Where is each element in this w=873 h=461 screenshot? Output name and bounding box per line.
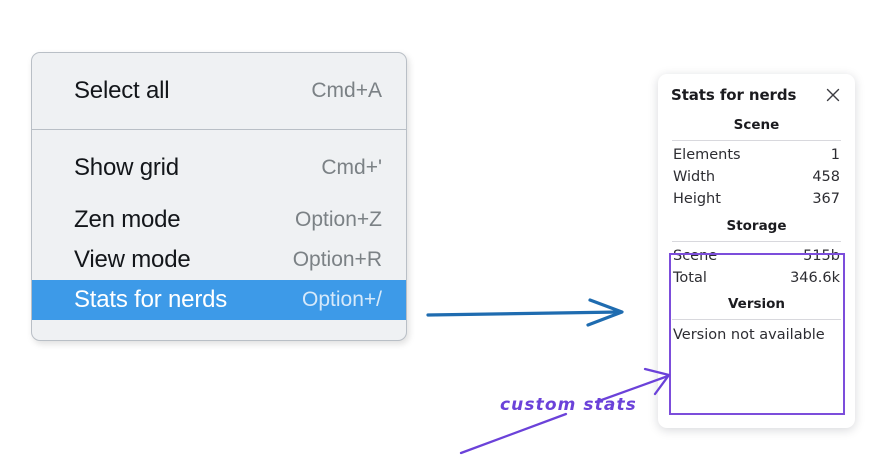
stat-row: Height 367: [669, 188, 844, 210]
stat-label: Height: [673, 191, 721, 207]
section-divider: [672, 241, 841, 242]
stat-value: 1: [830, 147, 840, 163]
menu-item-shortcut: Option+R: [292, 248, 382, 271]
stat-value: 367: [812, 191, 840, 207]
menu-group-2: Show grid Cmd+' Zen mode Option+Z View m…: [32, 129, 406, 340]
section-divider: [672, 140, 841, 141]
menu-bottom-padding: [32, 320, 406, 334]
stat-label: Width: [673, 169, 716, 185]
stat-row: Total 346.6k: [669, 267, 844, 289]
menu-item-label: View mode: [74, 246, 191, 273]
stats-for-nerds-panel[interactable]: Stats for nerds Scene Elements 1 Width 4…: [658, 74, 855, 428]
menu-item-label: Select all: [74, 77, 170, 104]
stat-label: Total: [673, 270, 707, 286]
section-divider: [672, 319, 841, 320]
stat-label: Scene: [673, 248, 718, 264]
menu-item-label: Zen mode: [74, 206, 181, 233]
menu-item-select-all[interactable]: Select all Cmd+A: [32, 59, 406, 123]
menu-item-shortcut: Option+/: [302, 288, 382, 311]
menu-item-show-grid[interactable]: Show grid Cmd+': [32, 136, 406, 200]
stats-section-storage: Storage Scene 515b Total 346.6k: [669, 216, 844, 289]
stat-row: Width 458: [669, 166, 844, 188]
panel-header: Stats for nerds: [669, 86, 844, 104]
stats-section-scene: Scene Elements 1 Width 458 Height 367: [669, 115, 844, 210]
section-heading: Storage: [726, 218, 787, 234]
stat-value: 346.6k: [790, 270, 840, 286]
purple-underline-stroke: [459, 412, 568, 455]
stat-value: 458: [812, 169, 840, 185]
blue-arrow-menu-to-panel: [426, 298, 624, 327]
section-heading: Version: [727, 296, 786, 312]
canvas-context-menu[interactable]: Select all Cmd+A Show grid Cmd+' Zen mod…: [31, 52, 407, 341]
menu-item-shortcut: Cmd+': [321, 156, 382, 179]
stat-row: Elements 1: [669, 144, 844, 166]
stats-section-version: Version Version not available: [669, 294, 844, 345]
menu-item-view-mode[interactable]: View mode Option+R: [32, 240, 406, 280]
menu-item-shortcut: Option+Z: [295, 208, 382, 231]
version-note: Version not available: [673, 327, 825, 343]
stat-row: Scene 515b: [669, 245, 844, 267]
menu-item-zen-mode[interactable]: Zen mode Option+Z: [32, 200, 406, 240]
menu-item-shortcut: Cmd+A: [311, 79, 382, 102]
menu-item-label: Stats for nerds: [74, 286, 228, 313]
panel-title: Stats for nerds: [671, 86, 797, 104]
menu-item-label: Show grid: [74, 154, 179, 181]
stat-value: 515b: [803, 248, 840, 264]
section-heading: Scene: [733, 117, 780, 133]
annotation-label: custom stats: [500, 395, 637, 415]
close-icon[interactable]: [824, 86, 842, 104]
menu-item-stats-for-nerds[interactable]: Stats for nerds Option+/: [32, 280, 406, 320]
stat-label: Elements: [673, 147, 741, 163]
menu-group-1: Select all Cmd+A: [32, 53, 406, 129]
